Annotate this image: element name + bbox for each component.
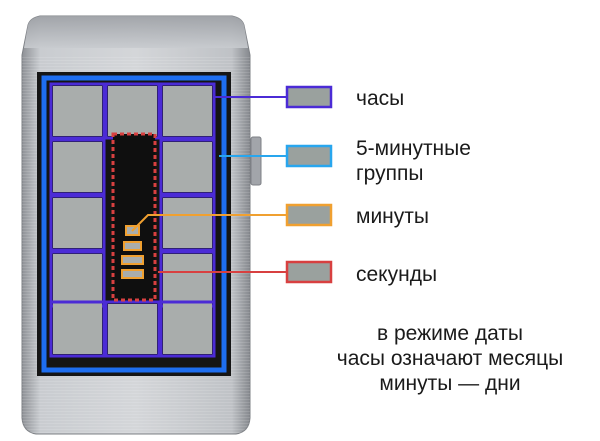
minutes-leader (131, 214, 286, 232)
seconds-label: секунды (356, 263, 438, 286)
lcd-cell (53, 254, 102, 304)
seconds-ring (111, 132, 157, 302)
lcd-cell (53, 86, 102, 136)
hour-cell-border (159, 300, 216, 358)
hour-cell-border (159, 82, 216, 140)
lcd-cell (163, 198, 212, 248)
lcd-cell (108, 304, 157, 354)
minutes-label: минуты (356, 205, 429, 228)
lcd-cell (163, 304, 212, 354)
crown-button (250, 136, 262, 186)
hours-swatch (285, 85, 333, 109)
leader-lines (131, 96, 286, 273)
lcd-cell (53, 304, 102, 354)
hour-cells (49, 82, 216, 358)
legend-swatches (285, 85, 333, 284)
note-line-2: часы означают месяцы (336, 347, 564, 370)
five-minute-frame (41, 75, 227, 373)
date-mode-note: в режиме даты часы означают месяцы минут… (320, 321, 580, 396)
note-line-1: в режиме даты (376, 322, 524, 345)
note-line-3: минуты — дни (379, 372, 521, 395)
lcd-cell (163, 86, 212, 136)
hours-label: часы (356, 87, 405, 110)
hour-cell-border (159, 138, 216, 196)
five-minute-label-line1: 5-минутные (356, 137, 471, 160)
lcd-cell (53, 198, 102, 248)
hour-cell-border (49, 300, 106, 358)
hour-cell-border (104, 300, 161, 358)
hour-cell-border (49, 82, 106, 140)
seconds-swatch (285, 260, 333, 284)
hour-cell-border (49, 138, 106, 196)
five-minute-label-line2: группы (356, 162, 424, 185)
lcd-cell (163, 254, 212, 304)
minutes-swatch (285, 203, 333, 227)
hour-cell-border (49, 194, 106, 252)
lcd-cell (163, 142, 212, 192)
five-minute-swatch (285, 144, 333, 168)
lcd-cell (53, 142, 102, 192)
hour-cell-border (159, 194, 216, 252)
lcd-cell (108, 86, 157, 136)
